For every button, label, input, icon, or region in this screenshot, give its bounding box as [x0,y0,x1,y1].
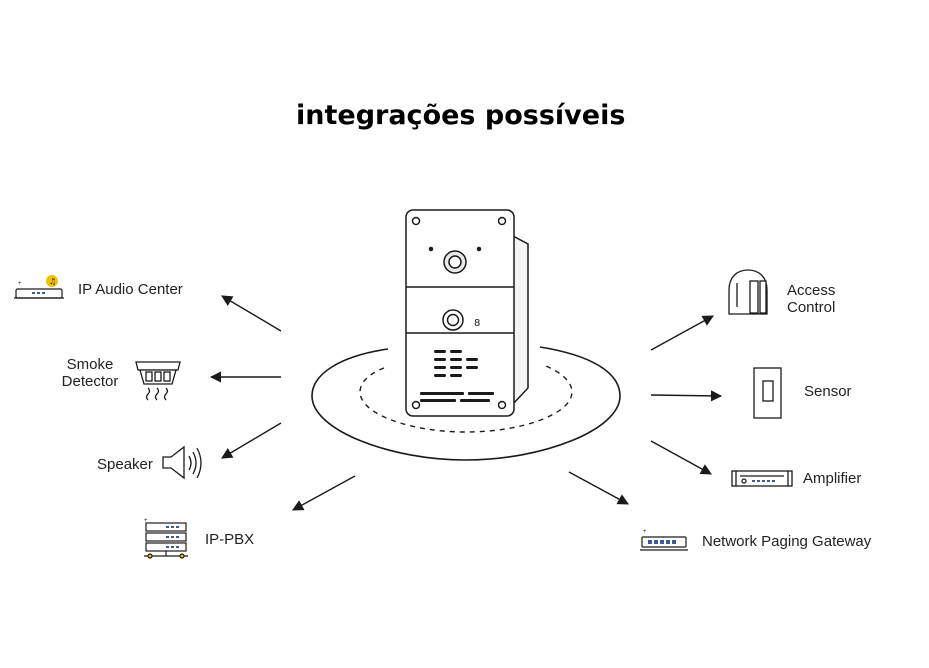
smoke-detector-label-line2: Detector [61,373,119,390]
ip-pbx-icon: + [144,518,188,559]
intercom-base-ring [311,346,621,461]
speaker-icon [162,445,202,480]
svg-text:8: 8 [474,318,480,329]
intercom-device: 8 [405,209,529,417]
ip-audio-center-label: IP Audio Center [78,281,183,298]
sensor-label: Sensor [804,383,852,400]
access-control-label-line1: Access [787,282,836,299]
arrow-to-ip-pbx [292,475,356,511]
arrow-to-network-paging-gateway [568,471,629,505]
amplifier-label: Amplifier [803,470,862,487]
sensor-icon [753,367,782,419]
network-paging-gateway-icon: + [640,529,688,551]
ip-audio-center-icon: ♫ + [14,275,64,299]
amplifier-icon [731,470,793,487]
ip-pbx-label: IP-PBX [205,531,255,548]
network-paging-gateway-label: Network Paging Gateway [702,533,872,550]
speaker-label: Speaker [97,456,153,473]
smoke-detector-label: Smoke Detector [56,356,124,390]
access-control-label-line2: Control [787,299,836,316]
access-control-label: Access Control [787,282,835,316]
page-title: integrações possíveis [296,100,626,131]
arrow-to-sensor [650,390,723,402]
access-control-icon [728,269,768,315]
arrow-to-ip-audio-center [221,295,282,332]
svg-text:♫: ♫ [49,277,56,286]
arrow-to-speaker [221,422,282,459]
arrow-to-amplifier [650,440,712,475]
svg-text:+: + [144,518,148,524]
smoke-detector-label-line1: Smoke [66,356,114,373]
smoke-detector-icon [135,361,181,401]
svg-text:+: + [18,281,22,287]
arrow-to-access-control [650,315,714,351]
svg-text:+: + [643,529,647,535]
